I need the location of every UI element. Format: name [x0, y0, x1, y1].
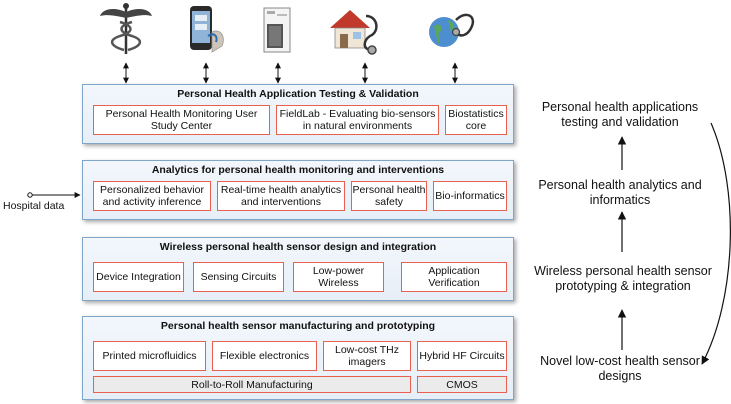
cycle-label-wireless: Wireless personal health sensor prototyp…	[534, 264, 712, 293]
thz-imagers-cell: Low-cost THz imagers	[323, 341, 411, 371]
wireless-layer-title: Wireless personal health sensor design a…	[159, 241, 437, 253]
cycle-label-testing: Personal health applications testing and…	[541, 100, 699, 129]
wireless-layer: Wireless personal health sensor design a…	[82, 237, 514, 301]
fieldlab-cell: FieldLab - Evaluating bio-sensors in nat…	[276, 105, 439, 135]
globe-stethoscope-icon	[422, 2, 478, 56]
cycle-label-analytics: Personal health analytics and informatic…	[538, 178, 702, 207]
cycle-label-sensor-designs: Novel low-cost health sensor designs	[540, 354, 700, 383]
sensing-circuits-cell: Sensing Circuits	[193, 262, 284, 292]
analytics-layer: Analytics for personal health monitoring…	[82, 160, 514, 220]
manufacturing-layer: Personal health sensor manufacturing and…	[82, 316, 514, 400]
caduceus-icon	[98, 2, 154, 56]
lab-device-icon	[250, 2, 306, 56]
behavior-inference-cell: Personalized behavior and activity infer…	[93, 181, 211, 211]
testing-layer: Personal Health Application Testing & Va…	[82, 84, 514, 144]
cycle-return-arrow	[701, 122, 731, 365]
biostatistics-cell: Biostatistics core	[445, 105, 507, 135]
roll-to-roll-bar: Roll-to-Roll Manufacturing	[93, 376, 411, 393]
user-study-center-cell: Personal Health Monitoring User Study Ce…	[93, 105, 270, 135]
application-verification-cell: Application Verification	[401, 262, 507, 292]
house-stethoscope-icon	[326, 2, 382, 56]
smartphone-icon	[178, 2, 234, 56]
hospital-data-label: Hospital data	[3, 200, 65, 212]
low-power-wireless-cell: Low-power Wireless	[293, 262, 384, 292]
printed-microfluidics-cell: Printed microfluidics	[93, 341, 206, 371]
health-safety-cell: Personal health safety	[351, 181, 427, 211]
cmos-bar: CMOS	[417, 376, 507, 393]
realtime-analytics-cell: Real-time health analytics and intervent…	[217, 181, 345, 211]
manufacturing-layer-title: Personal health sensor manufacturing and…	[160, 320, 436, 332]
analytics-layer-title: Analytics for personal health monitoring…	[151, 164, 445, 176]
hybrid-hf-circuits-cell: Hybrid HF Circuits	[417, 341, 507, 371]
device-integration-cell: Device Integration	[93, 262, 184, 292]
flexible-electronics-cell: Flexible electronics	[212, 341, 317, 371]
bioinformatics-cell: Bio-informatics	[433, 181, 507, 211]
testing-layer-title: Personal Health Application Testing & Va…	[177, 88, 419, 100]
